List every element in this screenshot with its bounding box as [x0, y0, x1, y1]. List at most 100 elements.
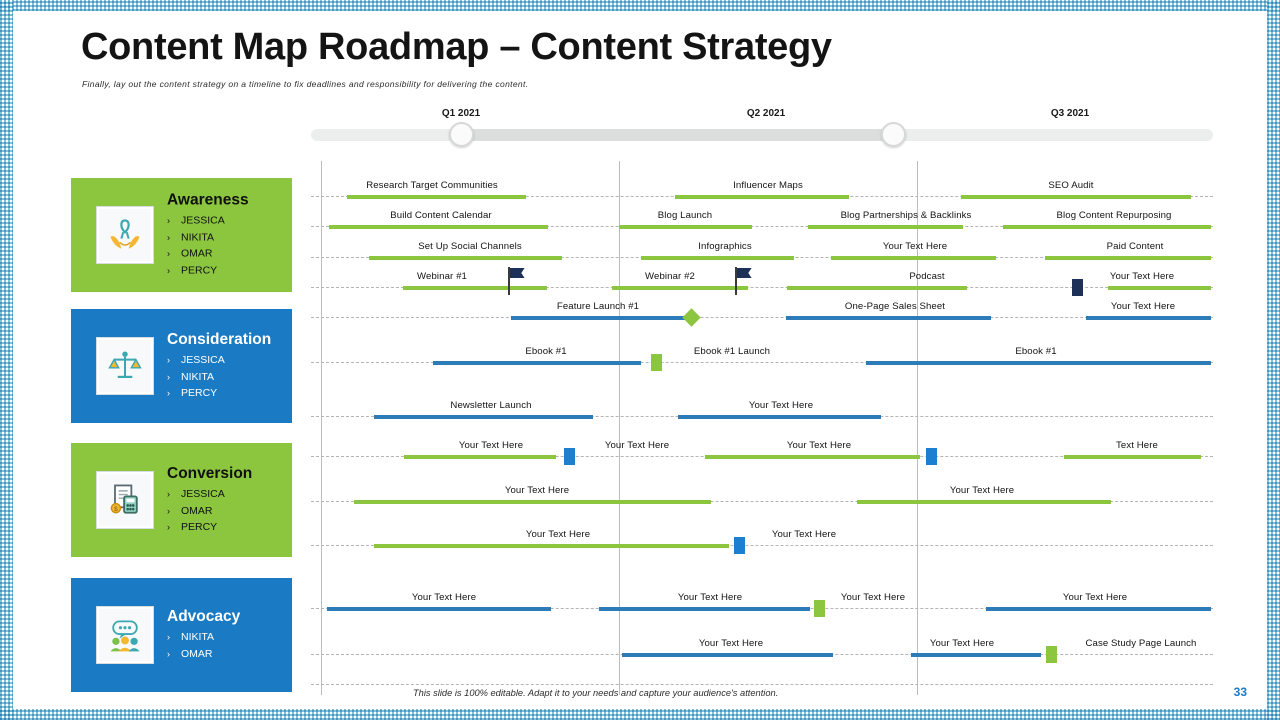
- gantt-bar[interactable]: [866, 361, 1211, 365]
- gantt-bar-label: SEO Audit: [1048, 180, 1094, 191]
- stage-owner: ›NIKITA: [167, 368, 271, 385]
- gantt-bar[interactable]: [374, 544, 729, 548]
- gantt-bar[interactable]: [831, 256, 996, 260]
- gantt-bar-label: Paid Content: [1106, 241, 1164, 252]
- gantt-bar[interactable]: [857, 500, 1111, 504]
- gantt-bar[interactable]: [1108, 286, 1211, 290]
- chevron-right-icon: ›: [167, 248, 170, 259]
- gantt-bar-label: Your Text Here: [1062, 592, 1128, 603]
- gantt-bar[interactable]: [599, 607, 810, 611]
- stage-owner-name: PERCY: [181, 520, 218, 533]
- stage-owner-name: PERCY: [181, 386, 218, 399]
- quarter-label-2: Q2 2021: [746, 108, 786, 119]
- gantt-gridline: [311, 317, 1213, 318]
- gantt-bar-label: Your Text Here: [504, 485, 570, 496]
- gantt-bar[interactable]: [403, 286, 547, 290]
- stage-card-consideration[interactable]: Consideration›JESSICA›NIKITA›PERCY: [71, 309, 292, 423]
- chevron-right-icon: ›: [167, 354, 170, 365]
- gantt-bar[interactable]: [369, 256, 562, 260]
- gantt-bar-label: One-Page Sales Sheet: [844, 301, 946, 312]
- stage-owner-name: OMAR: [181, 504, 213, 517]
- gantt-bar[interactable]: [961, 195, 1191, 199]
- gantt-gridline: [311, 501, 1213, 502]
- gantt-bar-label: Blog Launch: [657, 210, 713, 221]
- gantt-bar[interactable]: [986, 607, 1211, 611]
- gantt-bar[interactable]: [347, 195, 526, 199]
- gantt-bar[interactable]: [787, 286, 967, 290]
- gantt-gridline: [311, 684, 1213, 685]
- gantt-bar-label: Your Text Here: [748, 400, 814, 411]
- gantt-bar[interactable]: [641, 256, 794, 260]
- gantt-bar[interactable]: [354, 500, 711, 504]
- gantt-bar-label: Your Text Here: [949, 485, 1015, 496]
- gantt-bar[interactable]: [675, 195, 849, 199]
- gantt-bar-label: Build Content Calendar: [390, 210, 492, 221]
- gantt-bar[interactable]: [911, 653, 1041, 657]
- stage-owner-name: OMAR: [181, 647, 213, 660]
- gantt-bar[interactable]: [327, 607, 551, 611]
- quarter-divider-2: [619, 161, 620, 695]
- gantt-bar[interactable]: [374, 415, 593, 419]
- chevron-right-icon: ›: [167, 521, 170, 532]
- milestone-square-marker[interactable]: [734, 537, 745, 554]
- quarter-divider-1: [321, 161, 322, 695]
- gantt-bar[interactable]: [329, 225, 548, 229]
- gantt-bar[interactable]: [404, 455, 556, 459]
- stage-title: Consideration: [167, 330, 272, 348]
- gantt-bar[interactable]: [1086, 316, 1211, 320]
- gantt-bar[interactable]: [786, 316, 991, 320]
- timeline-slider-track[interactable]: [311, 122, 1213, 147]
- gantt-bar[interactable]: [808, 225, 963, 229]
- gantt-bar-label: Your Text Here: [1110, 301, 1176, 312]
- stage-card-awareness[interactable]: Awareness›JESSICA›NIKITA›OMAR›PERCY: [71, 178, 292, 292]
- stage-owner-name: NIKITA: [181, 631, 215, 643]
- gantt-chart: Research Target Communities Influencer Ma…: [311, 161, 1213, 695]
- stage-owner-name: JESSICA: [181, 353, 225, 366]
- gantt-bar-label: Influencer Maps: [733, 180, 803, 191]
- gantt-bar[interactable]: [622, 653, 833, 657]
- stage-owner: › OMAR: [167, 646, 240, 663]
- timeline-slider-handle-1[interactable]: [449, 122, 474, 147]
- gantt-gridline: [311, 226, 1213, 227]
- slide-border-left: [0, 0, 13, 720]
- gantt-bar[interactable]: [678, 415, 881, 419]
- gantt-bar[interactable]: [619, 225, 752, 229]
- chevron-right-icon: ›: [167, 371, 170, 382]
- gantt-gridline: [311, 362, 1213, 363]
- gantt-bar-label: Your Text Here: [411, 592, 477, 603]
- milestone-square-marker[interactable]: [651, 354, 662, 371]
- chevron-right-icon: ›: [167, 648, 170, 659]
- chevron-right-icon: ›: [167, 232, 170, 242]
- chevron-right-icon: ›: [167, 505, 170, 516]
- milestone-square-marker[interactable]: [1072, 279, 1083, 296]
- milestone-flag-icon[interactable]: [508, 267, 528, 295]
- gantt-bar-label: Case Study Page Launch: [1085, 638, 1197, 649]
- timeline-slider-handle-2[interactable]: [881, 122, 906, 147]
- milestone-diamond-icon[interactable]: [682, 308, 701, 327]
- stage-owner-name: OMAR: [181, 247, 213, 260]
- gantt-bar-label: Your Text Here: [525, 529, 591, 540]
- gantt-bar-label: Set Up Social Channels: [418, 241, 522, 252]
- milestone-square-marker[interactable]: [1046, 646, 1057, 663]
- stage-card-conversion[interactable]: $ Conversion›JESSICA›OMAR›PERCY: [71, 443, 292, 557]
- gantt-bar-label: Your Text Here: [882, 241, 948, 252]
- milestone-square-marker[interactable]: [926, 448, 937, 465]
- gantt-bar[interactable]: [1064, 455, 1201, 459]
- gantt-bar[interactable]: [705, 455, 920, 459]
- gantt-bar[interactable]: [1045, 256, 1211, 260]
- ribbon-hands-icon: [96, 206, 154, 264]
- gantt-bar-label: Research Target Communities: [366, 180, 498, 191]
- gantt-bar[interactable]: [511, 316, 689, 320]
- gantt-bar-label: Podcast: [909, 271, 945, 282]
- gantt-bar[interactable]: [612, 286, 748, 290]
- stage-card-advocacy[interactable]: Advocacy›NIKITA›OMAR: [71, 578, 292, 692]
- milestone-square-marker[interactable]: [814, 600, 825, 617]
- gantt-gridline: [311, 545, 1213, 546]
- milestone-flag-icon[interactable]: [735, 267, 755, 295]
- milestone-square-marker[interactable]: [564, 448, 575, 465]
- gantt-bar[interactable]: [1003, 225, 1211, 229]
- community-chat-icon: [96, 606, 154, 664]
- stage-owner: › JESSICA: [167, 352, 271, 369]
- gantt-bar-label: Your Text Here: [771, 529, 837, 540]
- gantt-bar[interactable]: [433, 361, 641, 365]
